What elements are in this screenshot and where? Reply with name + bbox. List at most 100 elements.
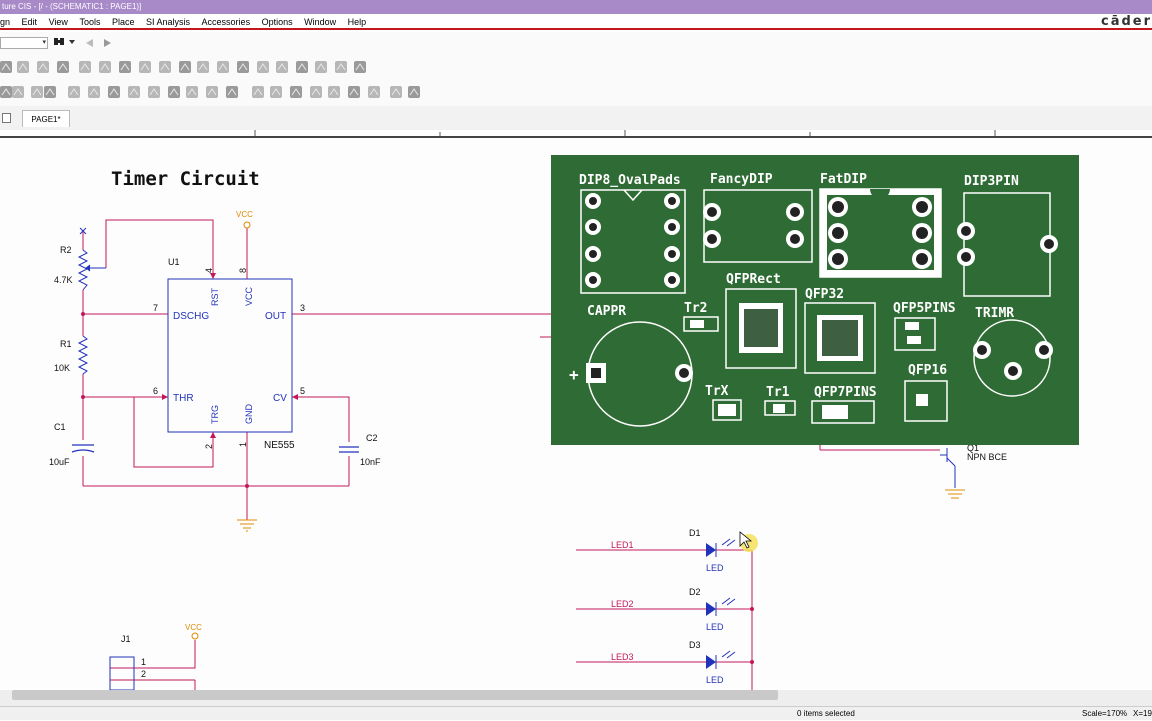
c2-capacitor[interactable] [339, 446, 359, 453]
u1-part[interactable]: NE555 [264, 440, 295, 451]
pcb-footprints-image[interactable]: DIP8_OvalPads FancyDIP FatDIP DIP3PIN QF… [551, 155, 1079, 445]
menu-view[interactable]: View [48, 17, 68, 27]
row2-tool-icon-10[interactable] [168, 86, 180, 98]
r1-ref[interactable]: R1 [60, 339, 72, 349]
row1-tool-icon-7[interactable] [119, 61, 131, 73]
menu-help[interactable]: Help [347, 17, 367, 27]
ground-symbol-q1[interactable] [945, 489, 965, 499]
row1-tool-icon-15[interactable] [276, 61, 288, 73]
j1-ref[interactable]: J1 [121, 634, 131, 644]
menu-tools[interactable]: Tools [79, 17, 101, 27]
d1-ref[interactable]: D1 [689, 528, 701, 538]
led3-net[interactable]: LED3 [611, 652, 634, 662]
row2-tool-icon-14[interactable] [252, 86, 264, 98]
row1-tool-icon-14[interactable] [257, 61, 269, 73]
led-d3[interactable] [706, 650, 736, 669]
status-bar: 0 items selected Scale=170% X=19 [0, 706, 1152, 720]
vcc-symbol[interactable]: VCC [236, 210, 253, 229]
row1-tool-icon-17[interactable] [315, 61, 327, 73]
r1-value[interactable]: 10K [54, 363, 70, 373]
row1-tool-icon-3[interactable] [37, 61, 49, 73]
menu-window[interactable]: Window [304, 17, 337, 27]
row1-tool-icon-4[interactable] [57, 61, 69, 73]
menu-design[interactable]: gn [0, 17, 11, 27]
row2-tool-icon-19[interactable] [348, 86, 360, 98]
row1-tool-icon-9[interactable] [159, 61, 171, 73]
row2-tool-icon-17[interactable] [310, 86, 322, 98]
d3-value[interactable]: LED [706, 675, 724, 685]
dropdown-arrow-icon[interactable] [69, 40, 75, 44]
row2-tool-icon-13[interactable] [226, 86, 238, 98]
r2-potentiometer[interactable] [77, 227, 106, 291]
row2-tool-icon-7[interactable] [108, 86, 120, 98]
vcc-symbol-2[interactable]: VCC [185, 623, 202, 640]
row2-tool-icon-22[interactable] [408, 86, 420, 98]
led2-net[interactable]: LED2 [611, 599, 634, 609]
menu-place[interactable]: Place [111, 17, 135, 27]
c1-ref[interactable]: C1 [54, 422, 66, 432]
q1-transistor[interactable] [940, 448, 956, 488]
binoculars-icon[interactable] [54, 38, 64, 45]
menu-options[interactable]: Options [261, 17, 293, 27]
row2-tool-icon-3[interactable] [31, 86, 43, 98]
row2-tool-icon-6[interactable] [88, 86, 100, 98]
d3-ref[interactable]: D3 [689, 640, 701, 650]
back-arrow-icon[interactable] [86, 39, 93, 47]
row1-tool-icon-16[interactable] [296, 61, 308, 73]
row1-tool-icon-13[interactable] [237, 61, 249, 73]
c1-capacitor[interactable] [71, 444, 95, 453]
u1-ref[interactable]: U1 [168, 257, 180, 267]
menu-si-analysis[interactable]: SI Analysis [146, 17, 191, 27]
row1-tool-icon-11[interactable] [197, 61, 209, 73]
tab-page1[interactable]: PAGE1* [22, 110, 70, 127]
row2-tool-icon-16[interactable] [290, 86, 302, 98]
menu-edit[interactable]: Edit [21, 17, 38, 27]
led-d2[interactable] [706, 597, 736, 616]
row2-tool-icon-4[interactable] [44, 86, 56, 98]
row1-tool-icon-5[interactable] [79, 61, 91, 73]
zoom-combo[interactable]: ▾ [0, 37, 48, 49]
schematic-title[interactable]: Timer Circuit [111, 168, 260, 190]
row1-tool-icon-19[interactable] [354, 61, 366, 73]
ne555-body[interactable] [167, 278, 293, 433]
row1-tool-icon-8[interactable] [139, 61, 151, 73]
pin-label-cv: CV [273, 393, 287, 404]
r1-resistor[interactable] [77, 335, 89, 375]
row2-tool-icon-5[interactable] [68, 86, 80, 98]
row2-tool-icon-2[interactable] [12, 86, 24, 98]
q1-ref[interactable]: Q1 [967, 443, 979, 453]
page-icon[interactable] [2, 113, 11, 123]
row1-tool-icon-6[interactable] [99, 61, 111, 73]
row2-tool-icon-11[interactable] [186, 86, 198, 98]
row2-tool-icon-12[interactable] [206, 86, 218, 98]
led-d1[interactable] [706, 538, 736, 557]
row1-tool-icon-18[interactable] [335, 61, 347, 73]
row1-tool-icon-1[interactable] [0, 61, 12, 73]
row2-tool-icon-21[interactable] [390, 86, 402, 98]
row2-tool-icon-1[interactable] [0, 86, 12, 98]
row2-tool-icon-20[interactable] [368, 86, 380, 98]
d2-value[interactable]: LED [706, 622, 724, 632]
pin-label-thr: THR [173, 393, 194, 404]
menu-accessories[interactable]: Accessories [201, 17, 251, 27]
c2-value[interactable]: 10nF [360, 457, 381, 467]
d2-ref[interactable]: D2 [689, 587, 701, 597]
q1-value[interactable]: NPN BCE [967, 452, 1007, 462]
c2-ref[interactable]: C2 [366, 433, 378, 443]
row2-tool-icon-8[interactable] [128, 86, 140, 98]
ground-symbol[interactable] [237, 519, 257, 532]
scrollbar-thumb[interactable] [12, 690, 778, 700]
row1-tool-icon-10[interactable] [179, 61, 191, 73]
j1-connector[interactable] [109, 656, 135, 691]
led1-net[interactable]: LED1 [611, 540, 634, 550]
row2-tool-icon-18[interactable] [328, 86, 340, 98]
c1-value[interactable]: 10uF [49, 457, 70, 467]
row1-tool-icon-12[interactable] [217, 61, 229, 73]
row2-tool-icon-15[interactable] [270, 86, 282, 98]
forward-arrow-icon[interactable] [104, 39, 111, 47]
row1-tool-icon-2[interactable] [17, 61, 29, 73]
r2-value[interactable]: 4.7K [54, 275, 73, 285]
r2-ref[interactable]: R2 [60, 245, 72, 255]
d1-value[interactable]: LED [706, 563, 724, 573]
row2-tool-icon-9[interactable] [148, 86, 160, 98]
